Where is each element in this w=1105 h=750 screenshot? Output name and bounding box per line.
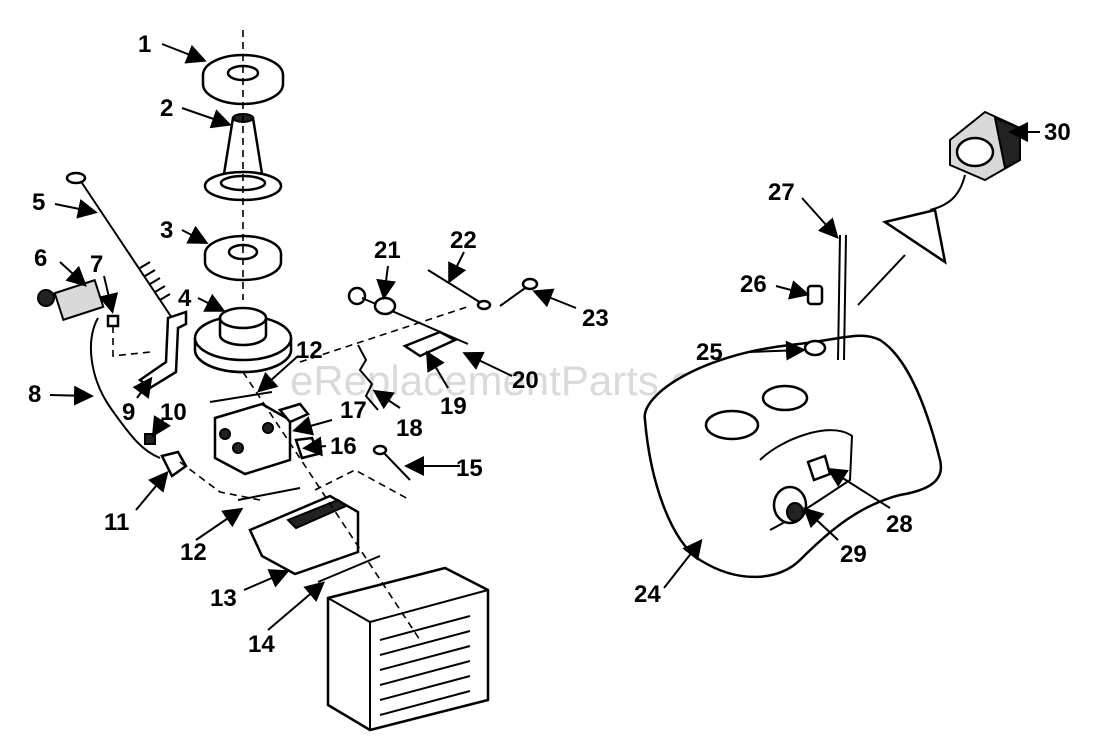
part-8-wire (89, 317, 161, 459)
callout-21: 21 (374, 237, 401, 264)
callout-9: 9 (122, 399, 135, 426)
callout-29: 29 (840, 541, 867, 568)
callout-22: 22 (450, 227, 477, 254)
callout-26: 26 (740, 271, 767, 298)
callout-12-lower: 12 (180, 539, 207, 566)
part-27-tube (837, 234, 847, 361)
part-24-fuel-tank (643, 334, 943, 579)
part-30-fuel-cap (857, 110, 1021, 306)
callout-2: 2 (160, 95, 173, 122)
callout-leaders (49, 43, 1040, 631)
part-6-switch (37, 278, 105, 322)
callout-7: 7 (90, 251, 103, 278)
callout-16: 16 (330, 433, 357, 460)
callout-13: 13 (210, 585, 237, 612)
callout-numbers: 1 2 3 4 5 6 7 8 9 10 11 12 12 13 14 15 1… (28, 31, 1071, 658)
callout-17: 17 (340, 397, 367, 424)
part-17-bracket-block (213, 402, 310, 476)
callout-15: 15 (456, 455, 483, 482)
part-15-pin (372, 444, 411, 481)
callout-5: 5 (32, 189, 45, 216)
part-22-pin (427, 269, 492, 311)
callout-19: 19 (440, 393, 467, 420)
callout-3: 3 (160, 217, 173, 244)
callout-23: 23 (582, 305, 609, 332)
callout-20: 20 (512, 367, 539, 394)
callout-30: 30 (1044, 119, 1071, 146)
part-14-rod (317, 555, 381, 583)
part-9-bracket (137, 310, 188, 390)
part-7-screw (106, 314, 120, 328)
callout-27: 27 (768, 179, 795, 206)
part-23-bolt (499, 277, 539, 307)
callout-8: 8 (28, 381, 41, 408)
part-25-fitting (803, 339, 827, 357)
callout-10: 10 (160, 399, 187, 426)
callout-14: 14 (248, 631, 275, 658)
part-3-washer (203, 234, 283, 282)
callout-24: 24 (634, 581, 661, 608)
alignment-lines (112, 30, 471, 641)
callout-28: 28 (886, 511, 913, 538)
part-11-cap (160, 450, 188, 478)
part-13-mount-plate (248, 494, 360, 576)
callout-11: 11 (104, 509, 129, 536)
part-26-valve (806, 284, 824, 306)
part-29-filter-cup (772, 485, 808, 525)
part-4-pulley-hub (193, 306, 293, 374)
part-motor (326, 566, 490, 732)
callout-1: 1 (138, 31, 151, 58)
part-12-rod-upper (209, 391, 273, 403)
callout-12-upper: 12 (296, 337, 323, 364)
callout-18: 18 (396, 415, 423, 442)
part-19-lever (402, 330, 458, 358)
callout-4: 4 (178, 285, 192, 312)
part-10-nut (144, 433, 156, 445)
callout-6: 6 (34, 245, 47, 272)
part-18-spring (357, 344, 379, 411)
part-21-axle (347, 286, 469, 345)
callout-25: 25 (696, 339, 723, 366)
